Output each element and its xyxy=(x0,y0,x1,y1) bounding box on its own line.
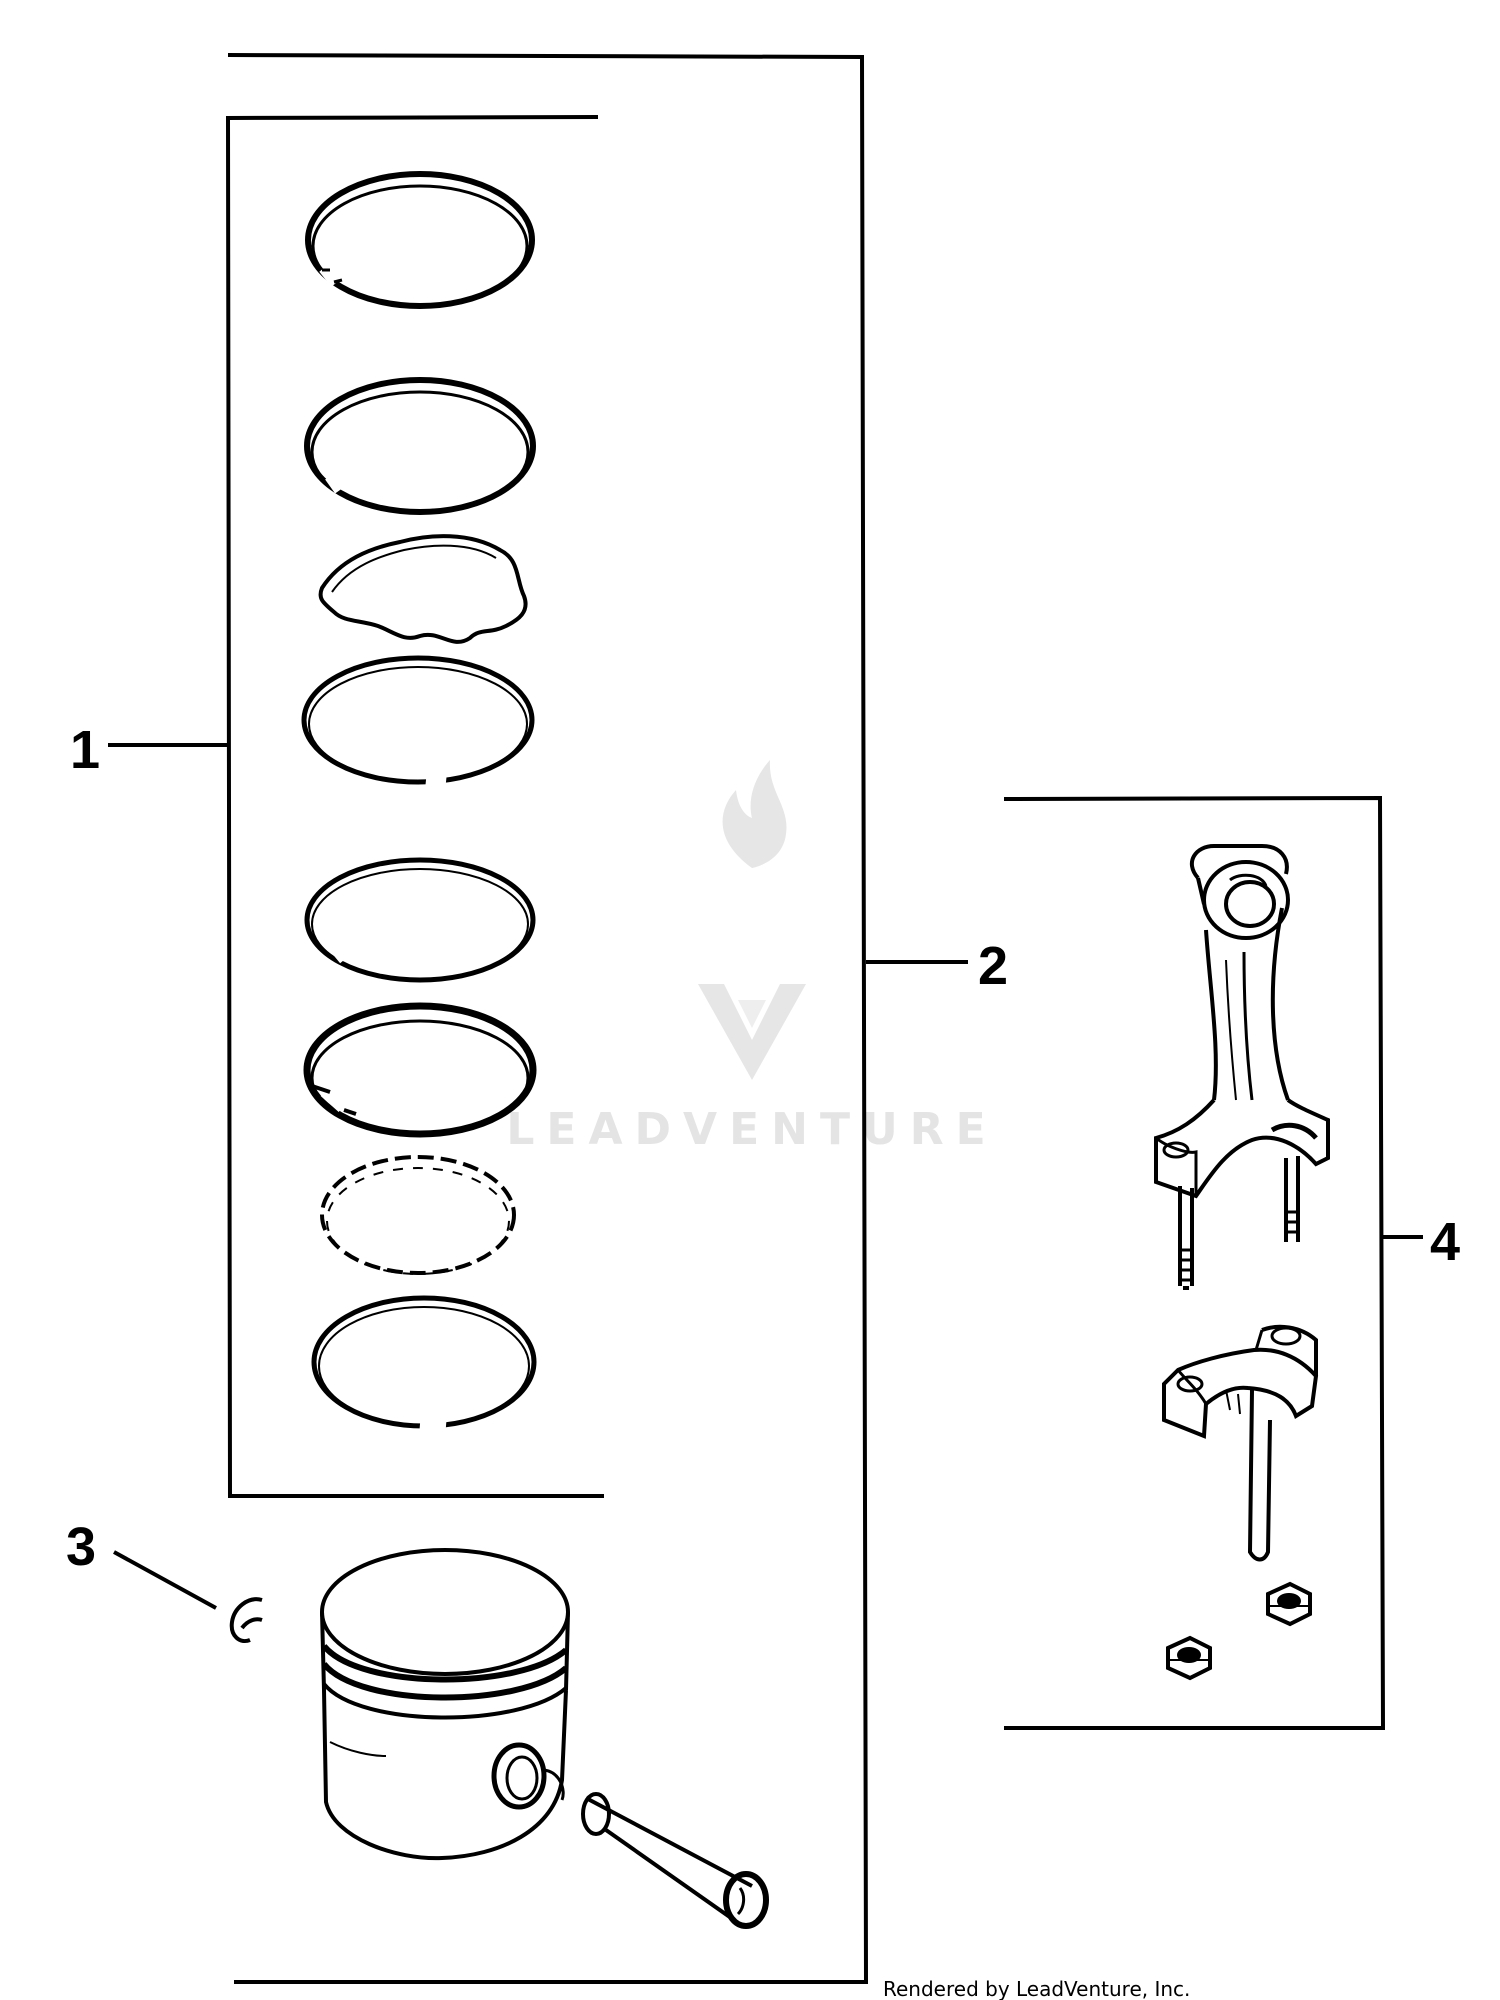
piston-ring-icon xyxy=(301,655,535,787)
callout-3: 3 xyxy=(66,1517,96,1577)
bracket-connecting-rod xyxy=(1003,795,1386,1730)
rod-nut-icon xyxy=(1266,1581,1312,1627)
piston-ring-icon xyxy=(311,1295,537,1431)
piston-ring-icon xyxy=(304,377,536,515)
piston-ring-icon xyxy=(305,171,535,309)
callout-4: 4 xyxy=(1430,1212,1460,1272)
piston-ring-icon xyxy=(303,1002,537,1138)
callout-2: 2 xyxy=(978,936,1008,996)
oil-ring-rail-icon xyxy=(320,1155,516,1275)
piston-rings xyxy=(301,171,537,1431)
footer-credit: Rendered by LeadVenture, Inc. xyxy=(883,1977,1190,2000)
rod-cap-icon xyxy=(1162,1324,1319,1562)
bracket-ring-set xyxy=(225,115,604,1498)
retaining-clip-icon xyxy=(229,1597,263,1643)
assembly-brackets xyxy=(108,53,1423,1984)
connecting-rod-icon xyxy=(1154,844,1330,1290)
leadventure-logo-icon xyxy=(698,760,806,1080)
bracket-piston-assembly xyxy=(227,53,869,1984)
watermark: LEADVENTURE xyxy=(506,760,997,1155)
piston-pin-icon xyxy=(581,1792,769,1929)
leader-3 xyxy=(113,1550,217,1610)
watermark-text: LEADVENTURE xyxy=(506,1104,997,1155)
rod-nut-icon xyxy=(1166,1635,1212,1681)
piston-ring-icon xyxy=(304,857,536,983)
oil-ring-expander-icon xyxy=(318,534,528,644)
piston-icon xyxy=(320,1548,570,1861)
callout-1: 1 xyxy=(70,720,100,780)
